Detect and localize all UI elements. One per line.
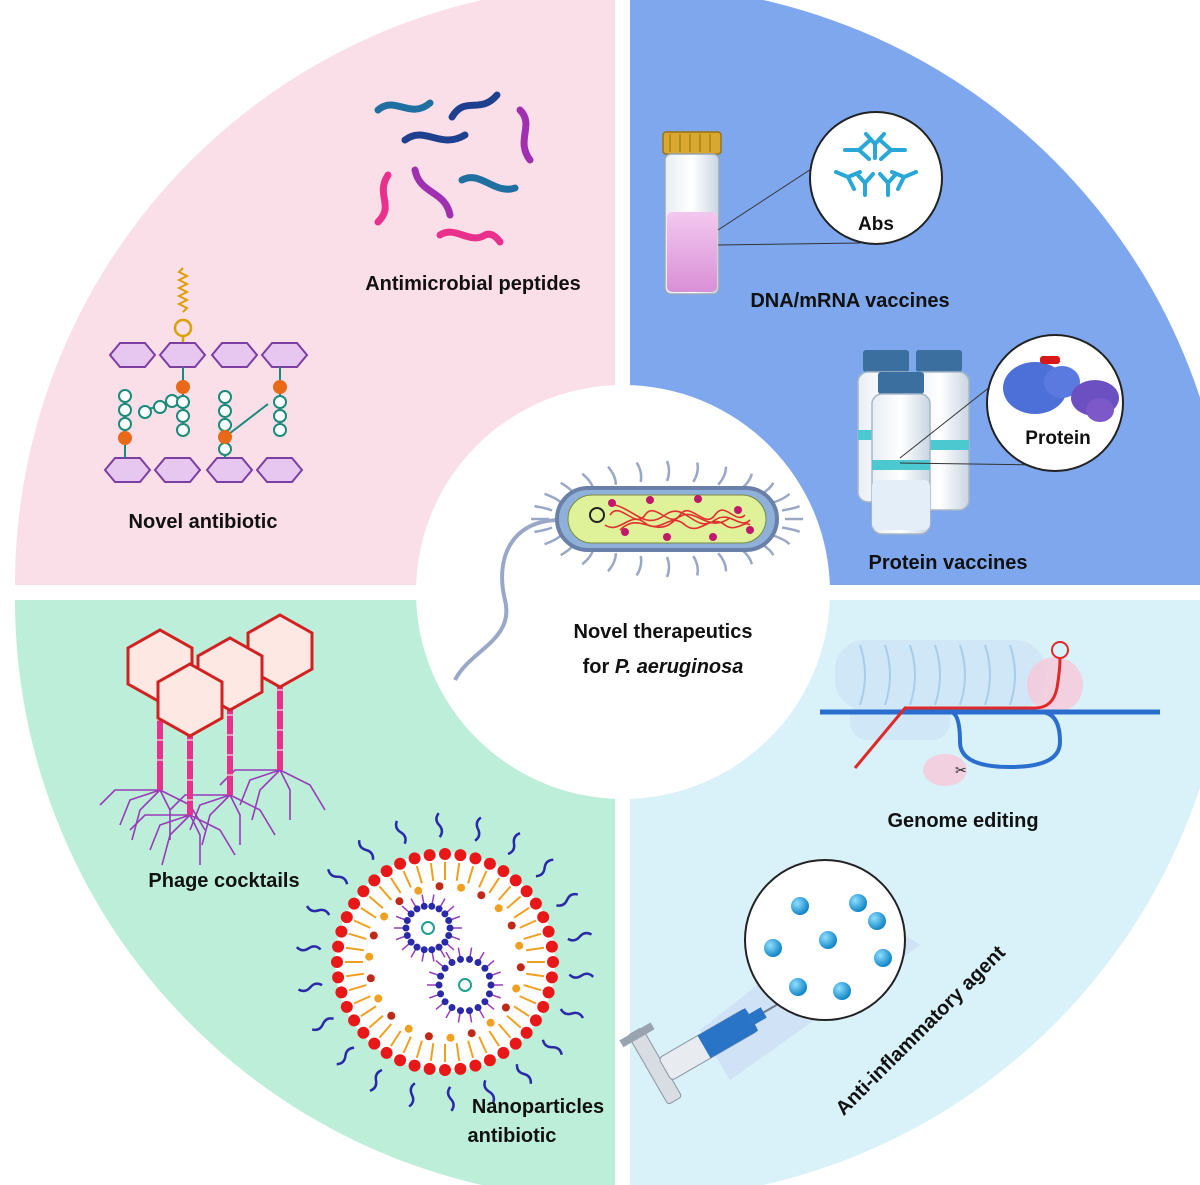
label-abs: Abs <box>858 214 894 235</box>
label-nanoparticles-antibiotic: antibiotic <box>468 1125 557 1147</box>
phage-icon <box>99 613 326 866</box>
bacterium-icon <box>453 460 803 681</box>
peptidoglycan-icon <box>103 267 309 483</box>
label-nanoparticles: Nanoparticles <box>472 1096 604 1118</box>
label-novel-antibiotic: Novel antibiotic <box>129 511 278 533</box>
label-antimicrobial-peptides: Antimicrobial peptides <box>365 273 581 295</box>
center-line-2-species: P. aeruginosa <box>615 656 744 678</box>
antibody-zoom-icon: Abs <box>809 111 943 245</box>
vial-icon <box>662 131 722 295</box>
label-protein-vaccines: Protein vaccines <box>869 552 1028 574</box>
peptide-strands-icon <box>374 91 534 246</box>
label-phage-cocktails: Phage cocktails <box>148 870 299 892</box>
center-line-1: Novel therapeutics <box>574 621 753 643</box>
center-circle <box>416 385 830 799</box>
protein-zoom-icon: Protein <box>986 334 1124 472</box>
label-genome-editing: Genome editing <box>887 810 1038 832</box>
particles-icon <box>744 859 906 1021</box>
crispr-icon: ✂ <box>820 640 1160 786</box>
center-title: Novel therapeutics for P. aeruginosa <box>574 621 753 678</box>
label-protein: Protein <box>1025 428 1090 449</box>
center-line-2-prefix: for <box>583 656 615 678</box>
protein-vials-icon <box>857 350 970 535</box>
scissors-icon: ✂ <box>955 763 967 779</box>
center-line-2: for P. aeruginosa <box>583 656 744 678</box>
label-dna-mrna-vaccines: DNA/mRNA vaccines <box>750 290 949 312</box>
nanoparticle-icon <box>295 812 595 1112</box>
antibody-icon <box>834 132 918 197</box>
protein-structure-icon <box>1003 356 1119 422</box>
